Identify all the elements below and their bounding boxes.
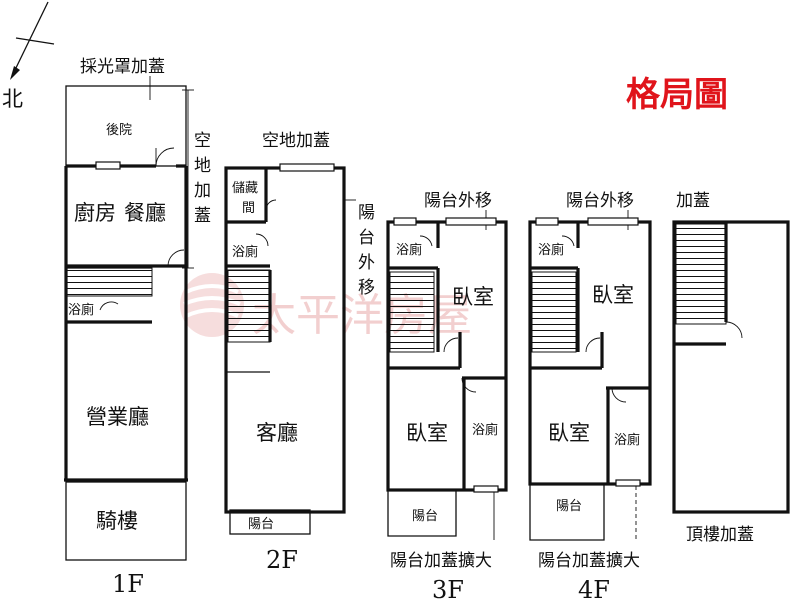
floor-4f: 陽台外移 浴廁 臥室 臥室 浴廁 陽台 陽台加蓋擴大 4F xyxy=(528,191,652,604)
side-addition-char-1: 空 xyxy=(194,131,211,151)
3f-balcony-expand-label: 陽台加蓋擴大 xyxy=(390,551,492,571)
floor-2f-name: 2F xyxy=(266,546,298,574)
roof-addition-label: 加蓋 xyxy=(676,191,710,211)
3f-balcony-move-label: 陽台外移 xyxy=(424,191,492,211)
4f-balcony-move-label: 陽台外移 xyxy=(566,191,634,211)
watermark-text: 太平洋房屋 xyxy=(252,290,472,341)
compass-crossbar xyxy=(15,37,55,45)
floor-roof: 加蓋 頂樓加蓋 xyxy=(672,191,790,545)
4f-bedroom-bottom-label: 臥室 xyxy=(548,421,590,445)
2f-balcony xyxy=(229,509,311,535)
2f-stairs xyxy=(227,269,271,343)
side-addition-char-4: 蓋 xyxy=(194,206,211,226)
roof-top-addition-label: 頂樓加蓋 xyxy=(686,525,754,545)
4f-balcony-expand-label: 陽台加蓋擴大 xyxy=(538,551,640,571)
page-title: 格局圖 xyxy=(626,75,728,115)
roof-stairs xyxy=(675,223,727,325)
2f-window xyxy=(279,163,335,172)
3f-bedroom-top-label: 臥室 xyxy=(452,285,494,309)
2f-balcony-label: 陽台 xyxy=(248,517,274,532)
compass-north-label: 北 xyxy=(2,87,23,111)
4f-stairs xyxy=(531,271,577,353)
4f-bath-top-label: 浴廁 xyxy=(538,242,564,258)
2f-balcony-move-char-4: 移 xyxy=(358,278,375,298)
floor-3f-name: 3F xyxy=(432,576,464,604)
2f-balcony-move-char-1: 陽 xyxy=(358,203,375,223)
kitchen-label: 廚房 xyxy=(74,201,116,225)
2f-bath-label: 浴廁 xyxy=(232,244,258,260)
1f-bath-label: 浴廁 xyxy=(68,302,94,318)
2f-balcony-move-char-3: 外 xyxy=(358,253,375,273)
dining-label: 餐廳 xyxy=(124,201,166,225)
backyard-label: 後院 xyxy=(106,123,132,138)
4f-bedroom-top-label: 臥室 xyxy=(592,283,634,307)
3f-stairs xyxy=(389,271,435,353)
business-hall-label: 營業廳 xyxy=(86,405,149,429)
side-addition-char-3: 加 xyxy=(194,181,211,201)
floor-1f-name: 1F xyxy=(112,570,144,598)
side-addition-char-2: 地 xyxy=(194,156,211,176)
arcade-label: 騎樓 xyxy=(96,509,138,533)
floor-2f: 空地加蓋 儲藏 間 浴廁 陽 台 外 移 客廳 陽台 2F xyxy=(224,131,375,574)
1f-back-door-swing xyxy=(155,147,175,167)
compass: 北 xyxy=(2,1,55,111)
roof-outer-walls xyxy=(672,220,790,514)
3f-outer-walls xyxy=(386,220,508,492)
4f-bath-bottom-label: 浴廁 xyxy=(614,432,640,448)
4f-balcony xyxy=(529,484,605,541)
floor-1f: 採光罩加蓋 後院 空 地 加 蓋 廚房 餐廳 浴廁 營業廳 騎樓 1F xyxy=(64,57,211,598)
1f-window xyxy=(95,161,121,170)
open-space-addition-label: 空地加蓋 xyxy=(262,131,330,151)
3f-balcony-label: 陽台 xyxy=(412,509,438,524)
storage-label-line-2: 間 xyxy=(242,201,255,216)
arcade-area xyxy=(65,481,187,561)
compass-needle xyxy=(13,1,49,73)
3f-bath-bottom-label: 浴廁 xyxy=(472,422,498,438)
floor-4f-name: 4F xyxy=(578,576,610,604)
skylight-label: 採光罩加蓋 xyxy=(80,57,165,77)
2f-balcony-move-char-2: 台 xyxy=(358,228,375,248)
3f-bedroom-bottom-label: 臥室 xyxy=(406,421,448,445)
storage-label-line-1: 儲藏 xyxy=(232,181,258,196)
3f-bath-top-label: 浴廁 xyxy=(396,242,422,258)
3f-balcony xyxy=(387,490,457,537)
1f-stairs xyxy=(65,267,153,297)
living-room-label: 客廳 xyxy=(256,421,298,445)
4f-balcony-label: 陽台 xyxy=(556,499,582,514)
floor-3f: 陽台外移 浴廁 臥室 臥室 浴廁 陽台 陽台加蓋擴大 3F xyxy=(386,191,508,604)
compass-arrow-icon xyxy=(10,66,20,80)
